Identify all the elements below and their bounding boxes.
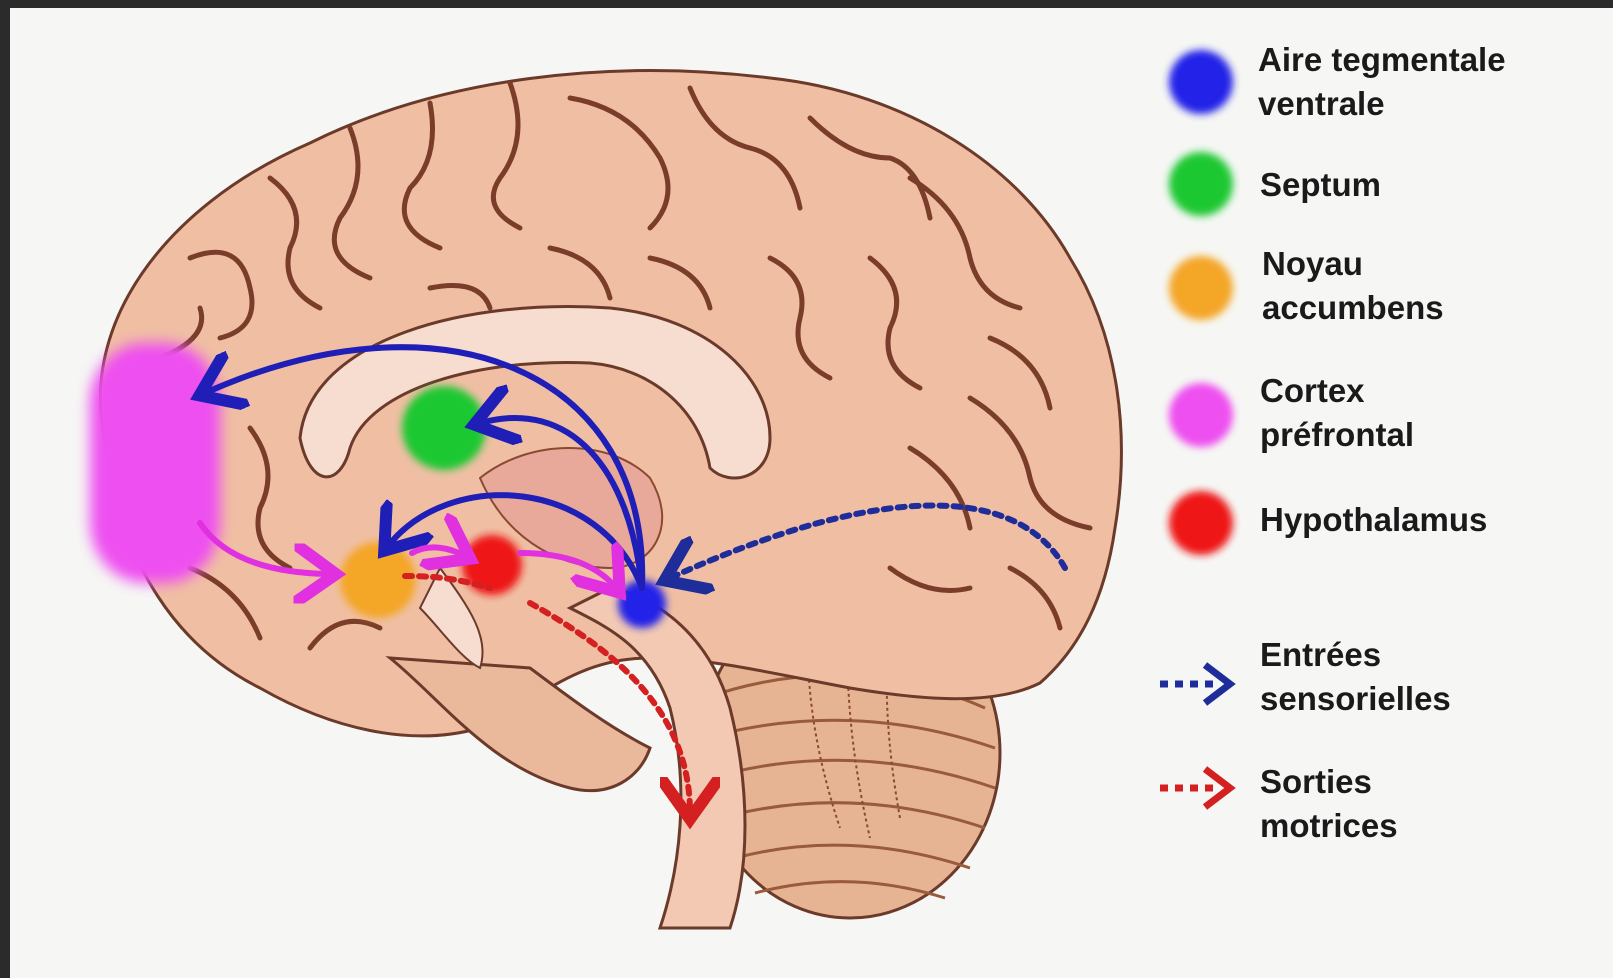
legend-label-sensory: Entrées sensorielles bbox=[1260, 633, 1451, 721]
legend-label-vta: Aire tegmentale ventrale bbox=[1258, 38, 1506, 126]
legend-hypothalamus-swatch bbox=[1169, 491, 1233, 555]
legend-label-pfc: Cortex préfrontal bbox=[1260, 369, 1414, 457]
legend bbox=[1160, 50, 1233, 807]
legend-septum-swatch bbox=[1169, 152, 1233, 216]
legend-label-motor: Sorties motrices bbox=[1260, 760, 1398, 848]
legend-label-hypothalamus: Hypothalamus bbox=[1260, 498, 1487, 542]
legend-nacc-swatch bbox=[1169, 256, 1233, 320]
legend-label-septum: Septum bbox=[1260, 163, 1381, 207]
prefrontal-cortex-region bbox=[90, 343, 220, 583]
nucleus-accumbens-region bbox=[340, 542, 416, 618]
legend-pfc-swatch bbox=[1169, 383, 1233, 447]
cerebrum bbox=[100, 71, 1121, 736]
septum-region bbox=[402, 386, 486, 470]
legend-vta-swatch bbox=[1169, 50, 1233, 114]
legend-label-nacc: Noyau accumbens bbox=[1262, 242, 1444, 330]
diagram-canvas: Aire tegmentale ventrale Septum Noyau ac… bbox=[10, 8, 1613, 978]
